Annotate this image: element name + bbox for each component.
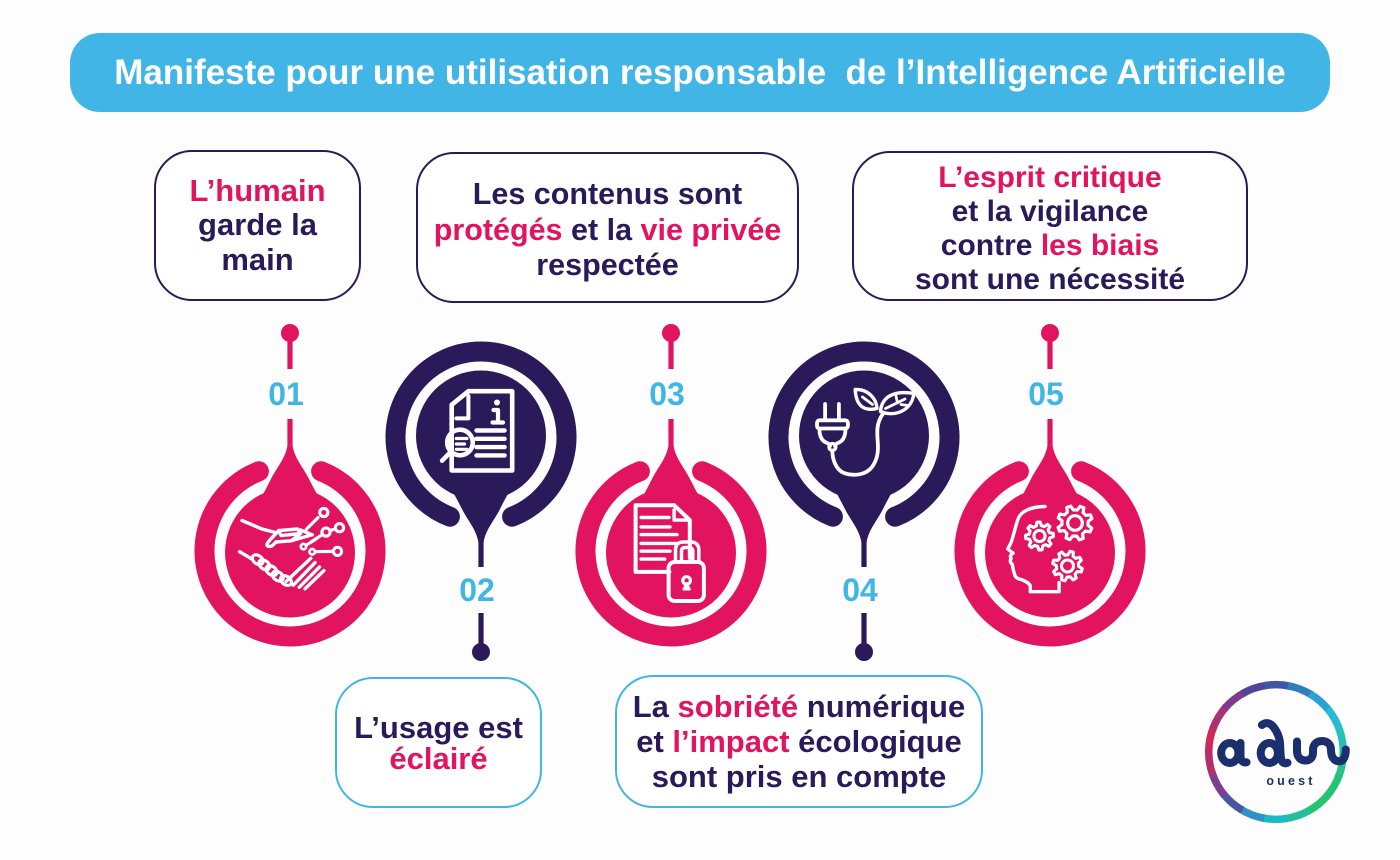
svg-text:ouest: ouest — [1266, 774, 1315, 788]
